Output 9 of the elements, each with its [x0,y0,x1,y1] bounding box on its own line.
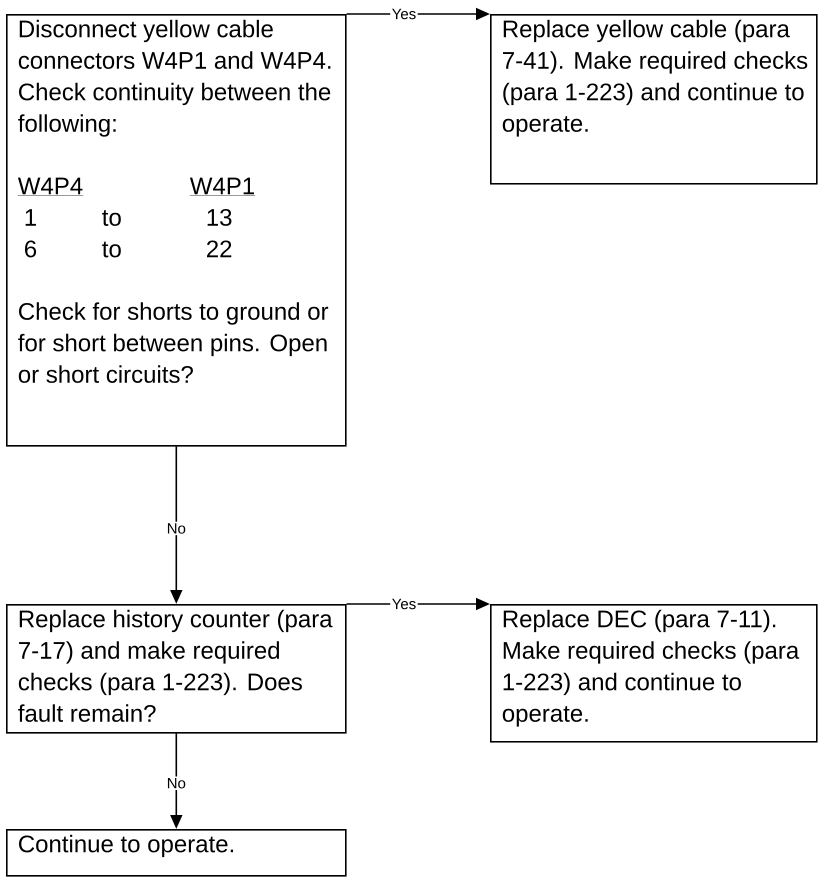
process-box: Replace history counter (para 7-17) and make required checks (para 1-223). Does fault remain? [6,604,347,734]
process-box: Disconnect yellow cable connectors W4P1 and W4P4. Check continuity between the following: W4P4 W4P1 1 to 13 6 to 22 Check for shorts to ground or for short between pins. Open or short circuits? [6,14,347,447]
edge-label: Yes [392,598,416,610]
edge-label: No [168,778,186,788]
process-box: Replace DEC (para 7-11). Make required checks (para 1-223) and continue to operate. [490,604,818,743]
edge-label: Yes [392,8,416,20]
process-box: Replace yellow cable (para 7-41). Make required checks (para 1-223) and continue to operate. [490,14,818,185]
edge-label: No [168,523,186,534]
process-box: Continue to operate. [6,829,347,877]
